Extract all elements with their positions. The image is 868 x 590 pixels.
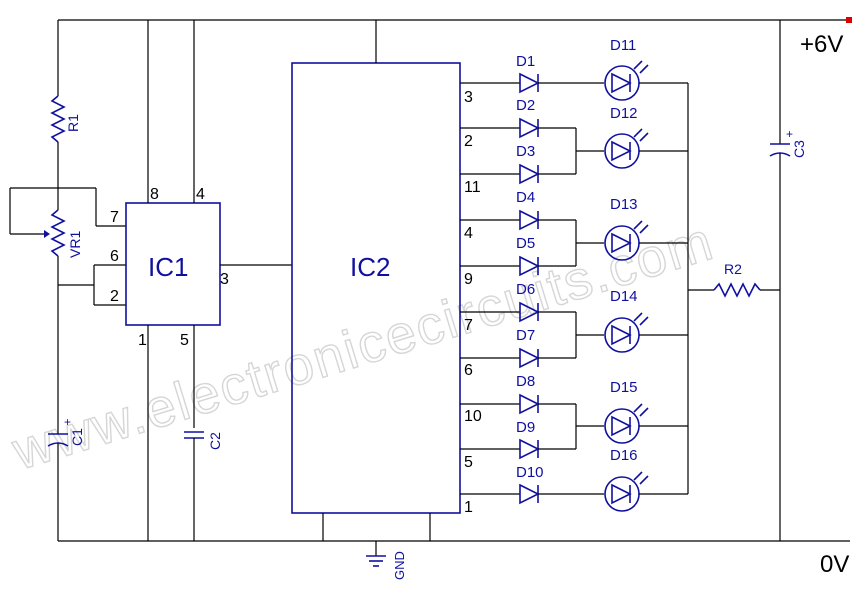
diode-label: D7 xyxy=(516,327,535,344)
ic2-pin-label: 1 xyxy=(464,499,473,516)
svg-text:6: 6 xyxy=(110,248,119,265)
output-network: 3D12D211D34D49D57D66D710D85D91D10D11D12D… xyxy=(460,37,688,516)
gnd-label: GND xyxy=(392,551,407,580)
r1-branch: R1 xyxy=(50,20,81,210)
diode-d6: D6 xyxy=(516,281,540,323)
diode-d8: D8 xyxy=(516,373,540,415)
r2-label: R2 xyxy=(724,261,742,277)
gnd-symbol: GND xyxy=(366,551,407,580)
led-d15: D15 xyxy=(604,379,649,444)
diode-label: D5 xyxy=(516,235,535,252)
diode-d2: D2 xyxy=(516,97,540,139)
diode-d4: D4 xyxy=(516,189,540,231)
led-d13: D13 xyxy=(604,196,649,261)
diode-d5: D5 xyxy=(516,235,540,277)
diode-d10: D10 xyxy=(516,464,544,505)
led-label: D12 xyxy=(610,105,638,122)
svg-text:1: 1 xyxy=(138,332,147,349)
led-label: D15 xyxy=(610,379,638,396)
diode-label: D9 xyxy=(516,419,535,436)
svg-text:5: 5 xyxy=(180,332,189,349)
led-d11: D11 xyxy=(604,37,649,101)
diode-d9: D9 xyxy=(516,419,540,460)
ic1-label: IC1 xyxy=(148,252,188,282)
ic2-pin-label: 4 xyxy=(464,225,473,242)
ground-label: 0V xyxy=(820,551,849,578)
led-label: D14 xyxy=(610,288,638,305)
c2-capacitor: C2 xyxy=(184,431,223,541)
ic2-chip: IC2 xyxy=(291,62,461,514)
led-label: D16 xyxy=(610,447,638,464)
ic2-label: IC2 xyxy=(350,252,390,282)
diode-label: D3 xyxy=(516,143,535,160)
vr1-label: VR1 xyxy=(67,231,83,258)
supply-terminal xyxy=(846,17,852,23)
diode-d3: D3 xyxy=(516,143,540,185)
supply-label: +6V xyxy=(800,31,843,58)
diode-label: D6 xyxy=(516,281,535,298)
led-d12: D12 xyxy=(604,105,649,169)
ic2-pin-label: 11 xyxy=(464,179,481,196)
led-d14: D14 xyxy=(604,288,649,353)
svg-text:+: + xyxy=(64,415,71,429)
svg-text:3: 3 xyxy=(220,271,229,288)
ic2-pin-label: 2 xyxy=(464,133,473,150)
vr1-potentiometer: VR1 xyxy=(9,187,83,420)
c1-label: C1 xyxy=(69,428,85,446)
ic2-pin-label: 3 xyxy=(464,89,473,106)
c1-capacitor: + C1 xyxy=(47,415,85,541)
ic1-chip: IC1 8 4 7 6 2 3 1 5 xyxy=(110,186,229,349)
ic2-pin-label: 10 xyxy=(464,408,482,425)
c3-label: C3 xyxy=(791,140,807,158)
c3-capacitor: + C3 xyxy=(769,127,807,158)
svg-text:7: 7 xyxy=(110,209,119,226)
diode-label: D8 xyxy=(516,373,535,390)
led-label: D13 xyxy=(610,196,638,213)
ic2-pin-label: 6 xyxy=(464,362,473,379)
ic2-pin-label: 5 xyxy=(464,454,473,471)
c2-label: C2 xyxy=(207,432,223,450)
diode-label: D4 xyxy=(516,189,535,206)
diode-label: D1 xyxy=(516,53,535,70)
r1-label: R1 xyxy=(65,114,81,132)
diode-d1: D1 xyxy=(516,53,540,94)
led-d16: D16 xyxy=(604,447,649,512)
diode-label: D10 xyxy=(516,464,544,481)
ic2-pin-label: 9 xyxy=(464,271,473,288)
svg-text:4: 4 xyxy=(196,186,205,203)
diode-label: D2 xyxy=(516,97,535,114)
diode-d7: D7 xyxy=(516,327,540,369)
svg-text:8: 8 xyxy=(150,186,159,203)
ic2-pin-label: 7 xyxy=(464,317,473,334)
svg-text:2: 2 xyxy=(110,288,119,305)
led-label: D11 xyxy=(610,37,636,54)
svg-text:+: + xyxy=(786,127,793,141)
